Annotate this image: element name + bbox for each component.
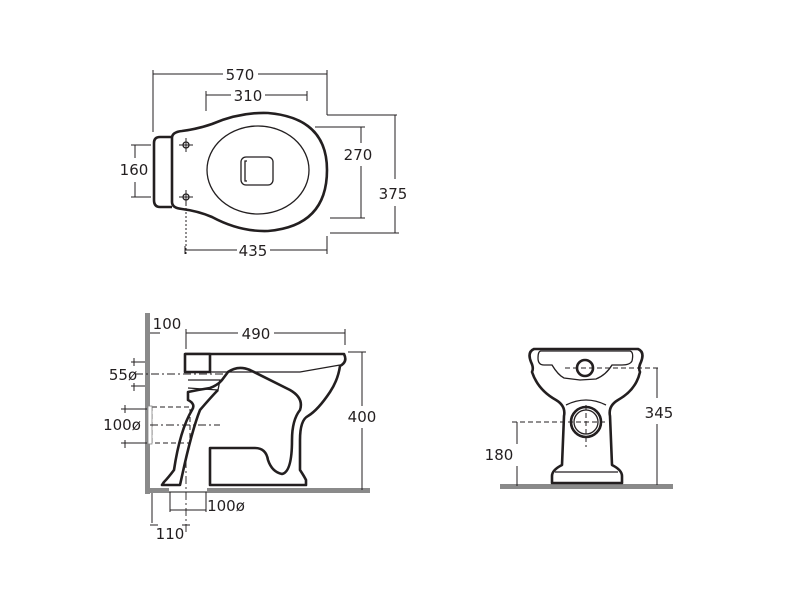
side-view: 100 490 55ø 100ø 400 100ø 110 xyxy=(103,313,376,543)
floor xyxy=(500,484,673,489)
hinge-point-icon xyxy=(179,138,193,152)
dim-rim-height: 345 xyxy=(645,404,674,422)
seat-inner-oval xyxy=(206,125,310,215)
dim-hinge-spacing: 160 xyxy=(120,161,149,179)
floor xyxy=(145,488,370,493)
dim-hinge-to-front: 435 xyxy=(239,242,268,260)
dim-height: 400 xyxy=(348,408,377,426)
dim-depth: 490 xyxy=(242,325,271,343)
dim-outlet-diameter: 100ø xyxy=(103,416,141,434)
dim-inlet-diameter: 55ø xyxy=(109,366,137,384)
top-view: 570 310 160 270 375 435 xyxy=(120,66,408,260)
toilet-side-outline xyxy=(160,352,347,487)
dim-outlet-height: 180 xyxy=(485,446,514,464)
dim-overall-width: 375 xyxy=(379,185,408,203)
seat-outline xyxy=(170,111,329,233)
front-view: 345 180 xyxy=(485,347,674,489)
dim-seat-length: 310 xyxy=(234,87,263,105)
cover-handle xyxy=(240,156,274,186)
dim-wall-offset: 100 xyxy=(153,315,182,333)
wall xyxy=(145,313,150,494)
seat-hinge-block xyxy=(152,135,172,209)
dim-floor-outlet-diameter: 100ø xyxy=(207,497,245,515)
dim-overall-length: 570 xyxy=(226,66,255,84)
dim-floor-outlet-offset: 110 xyxy=(156,525,185,543)
hinge-point-icon xyxy=(179,190,193,254)
dim-seat-width: 270 xyxy=(344,146,373,164)
